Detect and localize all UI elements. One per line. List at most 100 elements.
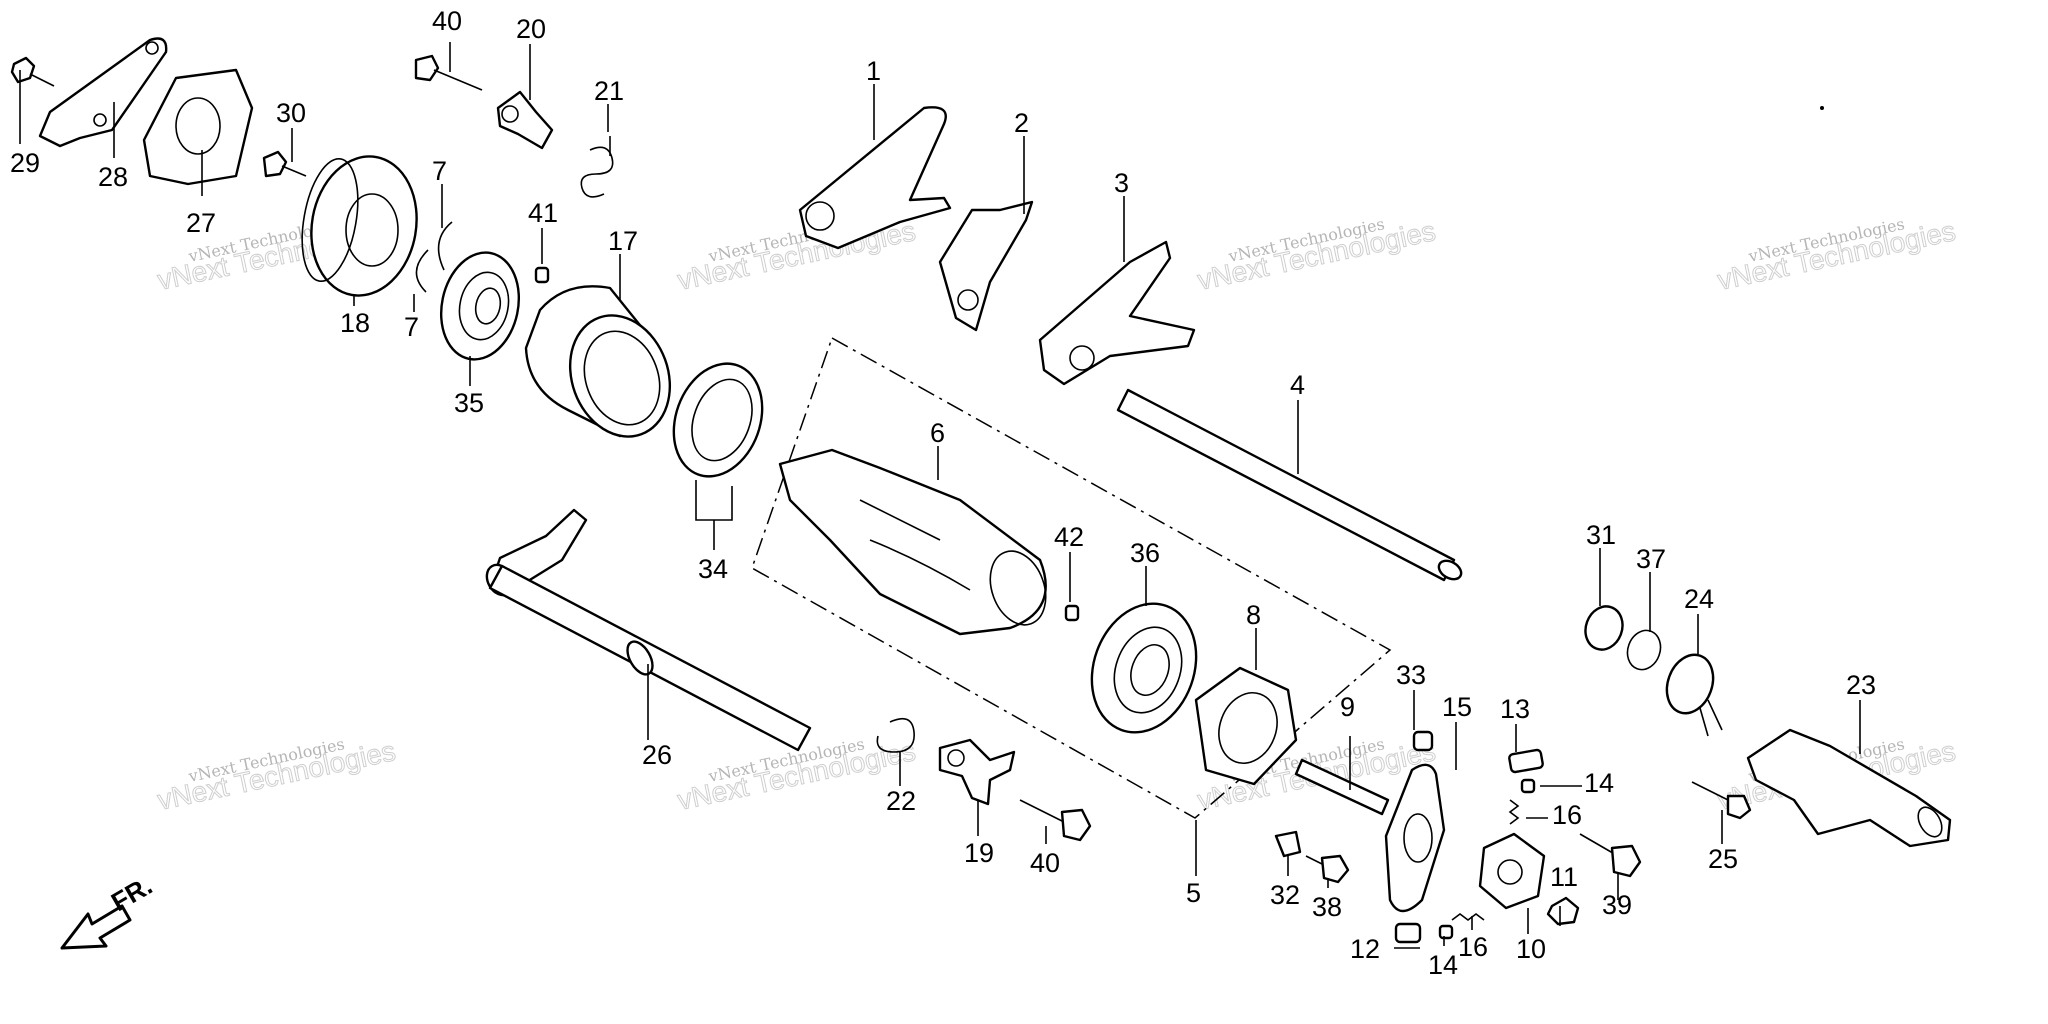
callout-8: 8: [1246, 600, 1261, 630]
callout-37: 37: [1636, 544, 1666, 574]
part-40-bolt-bottom: [1019, 799, 1092, 842]
part-25-bolt: [1691, 781, 1752, 820]
callouts: 1 2 3 4 5 6 7 7 8 9 10 11 12 13 14 14 15…: [10, 6, 1876, 980]
callout-11: 11: [1550, 862, 1578, 892]
callout-16-bottom: 16: [1458, 932, 1488, 962]
part-16-spring-top: [1508, 799, 1520, 825]
callout-19: 19: [964, 838, 994, 868]
part-1-shift-fork: [798, 106, 952, 250]
leader-lines: [19, 42, 1861, 949]
part-27-plate: [142, 68, 254, 186]
watermark-3: vNext Technologies vNext Technologies: [1194, 214, 1438, 296]
watermark-5: vNext Technologies vNext Technologies: [154, 734, 398, 816]
part-41-dowel: [534, 266, 550, 284]
assembly-outline: [751, 336, 1392, 819]
callout-31: 31: [1586, 520, 1616, 550]
callout-12: 12: [1350, 934, 1380, 964]
callout-32: 32: [1270, 880, 1300, 910]
part-6-shift-drum: [778, 448, 1047, 636]
callout-20: 20: [516, 14, 546, 44]
part-28-arm-plate: [38, 37, 168, 148]
part-12-plug: [1394, 922, 1422, 944]
callout-1: 1: [866, 56, 881, 86]
part-20-stopper-arm: [496, 90, 554, 150]
callout-33: 33: [1396, 660, 1426, 690]
callout-2: 2: [1014, 108, 1029, 138]
part-37-circlip: [1626, 629, 1662, 671]
callout-14-top: 14: [1584, 768, 1614, 798]
callout-21: 21: [594, 76, 624, 106]
callout-38: 38: [1312, 892, 1342, 922]
part-10-shift-cam: [1478, 832, 1546, 910]
callout-24: 24: [1684, 584, 1714, 614]
part-13-plug: [1508, 748, 1544, 774]
part-34-needle-bearing: [672, 362, 764, 478]
part-32-washer: [1274, 830, 1302, 858]
part-16-spring-bottom: [1451, 913, 1485, 921]
callout-15: 15: [1442, 692, 1472, 722]
callout-13: 13: [1500, 694, 1530, 724]
part-3-shift-fork: [1038, 240, 1196, 386]
part-40-bolt-top: [414, 54, 483, 91]
stray-dot: [1820, 106, 1824, 110]
callout-10: 10: [1516, 934, 1546, 964]
part-35-ball-bearing: [439, 251, 521, 361]
part-21-spring: [580, 136, 614, 198]
callout-23: 23: [1846, 670, 1876, 700]
callout-27: 27: [186, 208, 216, 238]
callout-28: 28: [98, 162, 128, 192]
part-22-spring: [876, 717, 915, 753]
part-7-circlips: [415, 221, 453, 293]
callout-4: 4: [1290, 370, 1305, 400]
callout-39: 39: [1602, 890, 1632, 920]
callout-40-bottom: 40: [1030, 848, 1060, 878]
part-17-drum-housing: [524, 285, 672, 438]
part-24-spring: [1665, 653, 1723, 737]
front-arrow-icon: [60, 904, 132, 950]
part-30-bolt: [262, 150, 307, 178]
part-42-dowel: [1064, 604, 1080, 622]
callout-17: 17: [608, 226, 638, 256]
callout-41: 41: [528, 198, 558, 228]
part-38-bolt: [1305, 854, 1350, 884]
part-8-drum-center: [1194, 666, 1298, 786]
watermark-4: vNext Technologies vNext Technologies: [1714, 214, 1958, 296]
callout-22: 22: [886, 786, 916, 816]
callout-40-top: 40: [432, 6, 462, 36]
callout-29: 29: [10, 148, 40, 178]
part-2-shift-fork: [938, 200, 1034, 332]
part-39-bolt: [1579, 833, 1642, 878]
callout-5: 5: [1186, 878, 1201, 908]
part-19-stopper-arm: [938, 738, 1016, 806]
part-29-bolt: [10, 56, 55, 87]
part-23-shift-arm: [1746, 728, 1952, 848]
part-15-plate: [1384, 763, 1446, 913]
callout-26: 26: [642, 740, 672, 770]
callout-35: 35: [454, 388, 484, 418]
part-14-cap-top: [1520, 778, 1536, 794]
callout-36: 36: [1130, 538, 1160, 568]
part-4-fork-shaft: [1116, 388, 1463, 582]
part-9-pin: [1294, 758, 1390, 816]
callout-34: 34: [698, 554, 728, 584]
callout-7-bottom: 7: [404, 312, 419, 342]
part-18-bearing-holder: [301, 155, 418, 297]
callout-25: 25: [1708, 844, 1738, 874]
callout-3: 3: [1114, 168, 1129, 198]
callout-42: 42: [1054, 522, 1084, 552]
callout-16-top: 16: [1552, 800, 1582, 830]
part-36-bearing: [1090, 602, 1198, 734]
part-33-collar: [1412, 730, 1434, 752]
part-26-shift-spindle: [485, 508, 812, 752]
part-31-washer: [1584, 605, 1624, 651]
callout-7-top: 7: [432, 156, 447, 186]
callout-30: 30: [276, 98, 306, 128]
part-11-nut: [1546, 896, 1580, 926]
callout-14-bottom: 14: [1428, 950, 1458, 980]
part-14-cap-bottom: [1438, 924, 1454, 940]
front-direction-indicator: FR.: [60, 870, 157, 950]
callout-9: 9: [1340, 692, 1355, 722]
callout-18: 18: [340, 308, 370, 338]
callout-6: 6: [930, 418, 945, 448]
